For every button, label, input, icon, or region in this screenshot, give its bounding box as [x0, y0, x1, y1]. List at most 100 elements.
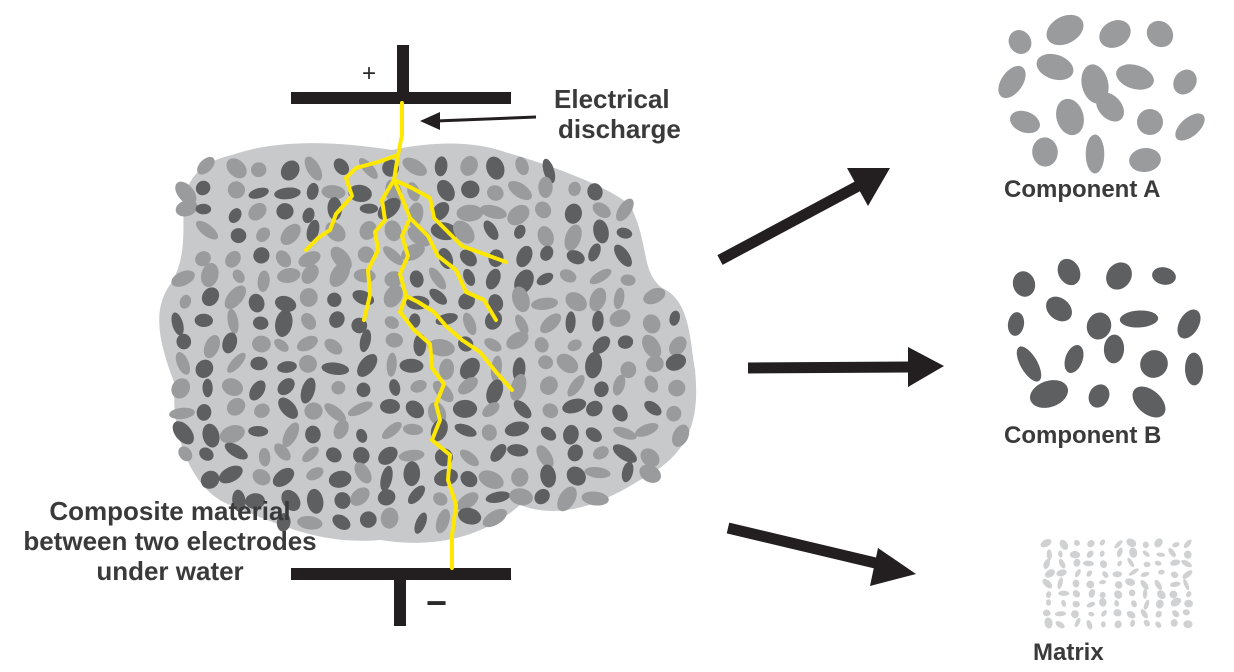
matrix-particle [1155, 621, 1162, 628]
composite-particle [329, 261, 351, 288]
matrix-particle [1114, 600, 1120, 607]
composite-particle [202, 378, 213, 398]
composite-particle [201, 287, 220, 307]
composite-particle [534, 337, 549, 353]
component-a-particle [1096, 92, 1124, 122]
composite-particle [429, 288, 448, 305]
matrix-particle [1112, 571, 1123, 578]
composite-particle [218, 465, 243, 484]
positive-electrode-plate [291, 92, 511, 104]
composite-particle [356, 382, 371, 398]
matrix-particle [1059, 539, 1069, 550]
matrix-particle [1172, 542, 1180, 548]
composite-particle [482, 402, 500, 418]
matrix-particle [1154, 560, 1162, 566]
composite-particle [462, 312, 477, 335]
component-a-particle [1146, 20, 1174, 48]
composite-particle [478, 470, 504, 489]
matrix-particle [1072, 590, 1081, 598]
composite-particle [226, 398, 246, 416]
matrix-particle [1086, 550, 1094, 558]
matrix-particle [1125, 578, 1136, 586]
composite-particle [454, 423, 477, 437]
composite-particle [251, 162, 267, 178]
composite-particle [669, 310, 680, 326]
composite-particle [195, 180, 211, 196]
matrix-particle [1169, 590, 1178, 599]
component-a-particle [1129, 147, 1161, 173]
matrix-particle [1130, 619, 1136, 627]
composite-particle [459, 449, 479, 467]
composite-particle [225, 250, 241, 268]
component-a-particle [998, 65, 1026, 99]
composite-particle [383, 246, 404, 266]
matrix-particle [1082, 560, 1094, 567]
arrow-to-matrix-head [870, 548, 916, 586]
composite-particle [434, 156, 448, 177]
composite-particle [277, 361, 297, 373]
component-b-particle [1103, 334, 1125, 364]
composite-particle [199, 447, 214, 461]
composite-particle [359, 220, 377, 240]
composite-particle [195, 220, 219, 240]
composite-particle [172, 421, 194, 445]
matrix-particle [1155, 599, 1164, 609]
matrix-particle [1069, 550, 1081, 559]
matrix-particle [1099, 539, 1106, 546]
composite-particle [304, 402, 323, 420]
composite-particle [486, 156, 505, 180]
composite-particle [672, 424, 690, 447]
composite-particle [272, 467, 295, 487]
composite-particle [232, 269, 245, 284]
composite-particle [509, 488, 533, 506]
composite-particle [644, 400, 662, 416]
composite-particle [296, 335, 318, 352]
composite-particle [377, 489, 396, 506]
composite-particle [384, 316, 399, 329]
composite-particle [567, 444, 583, 462]
composite-particle [226, 158, 247, 179]
composite-particle [325, 447, 342, 463]
matrix-particle [1099, 597, 1107, 607]
composite-particle [324, 403, 346, 422]
matrix-particle [1099, 579, 1107, 585]
composite-particle [179, 294, 192, 309]
composite-particle [484, 338, 502, 352]
matrix-particle [1102, 571, 1109, 578]
composite-particle [252, 469, 271, 486]
composite-particle [665, 353, 687, 371]
component-a-particle [1056, 98, 1084, 136]
matrix-particle [1045, 591, 1052, 598]
component-a-particle [1032, 137, 1058, 167]
positive-sign: + [362, 60, 377, 87]
composite-particle [281, 489, 301, 511]
composite-particle [537, 226, 554, 247]
matrix-particle [1116, 547, 1123, 558]
composite-label-line1: Composite material [49, 496, 291, 526]
composite-particle [256, 227, 271, 243]
composite-particle [348, 184, 372, 203]
matrix-particle [1140, 571, 1150, 577]
composite-particle [593, 446, 609, 460]
discharge-label-line1: Electrical [554, 84, 670, 114]
composite-particle [566, 250, 585, 265]
matrix-particle [1156, 590, 1166, 600]
composite-particle [589, 268, 612, 285]
composite-particle [431, 201, 450, 221]
composite-particle [230, 228, 247, 244]
composite-particle [616, 198, 634, 222]
composite-particle [534, 488, 550, 505]
component-b-particle [1184, 352, 1204, 386]
composite-particle [274, 443, 291, 461]
matrix-particle [1086, 570, 1093, 577]
component-b-label: Component B [1004, 422, 1162, 449]
matrix-particle [1045, 599, 1052, 606]
composite-particle [350, 487, 370, 506]
composite-particle [200, 262, 219, 288]
matrix-particle [1040, 538, 1052, 548]
matrix-particle [1099, 560, 1108, 568]
arrow-to-component-a-shaft [717, 180, 863, 265]
composite-particle [592, 310, 604, 332]
composite-particle [585, 351, 603, 379]
